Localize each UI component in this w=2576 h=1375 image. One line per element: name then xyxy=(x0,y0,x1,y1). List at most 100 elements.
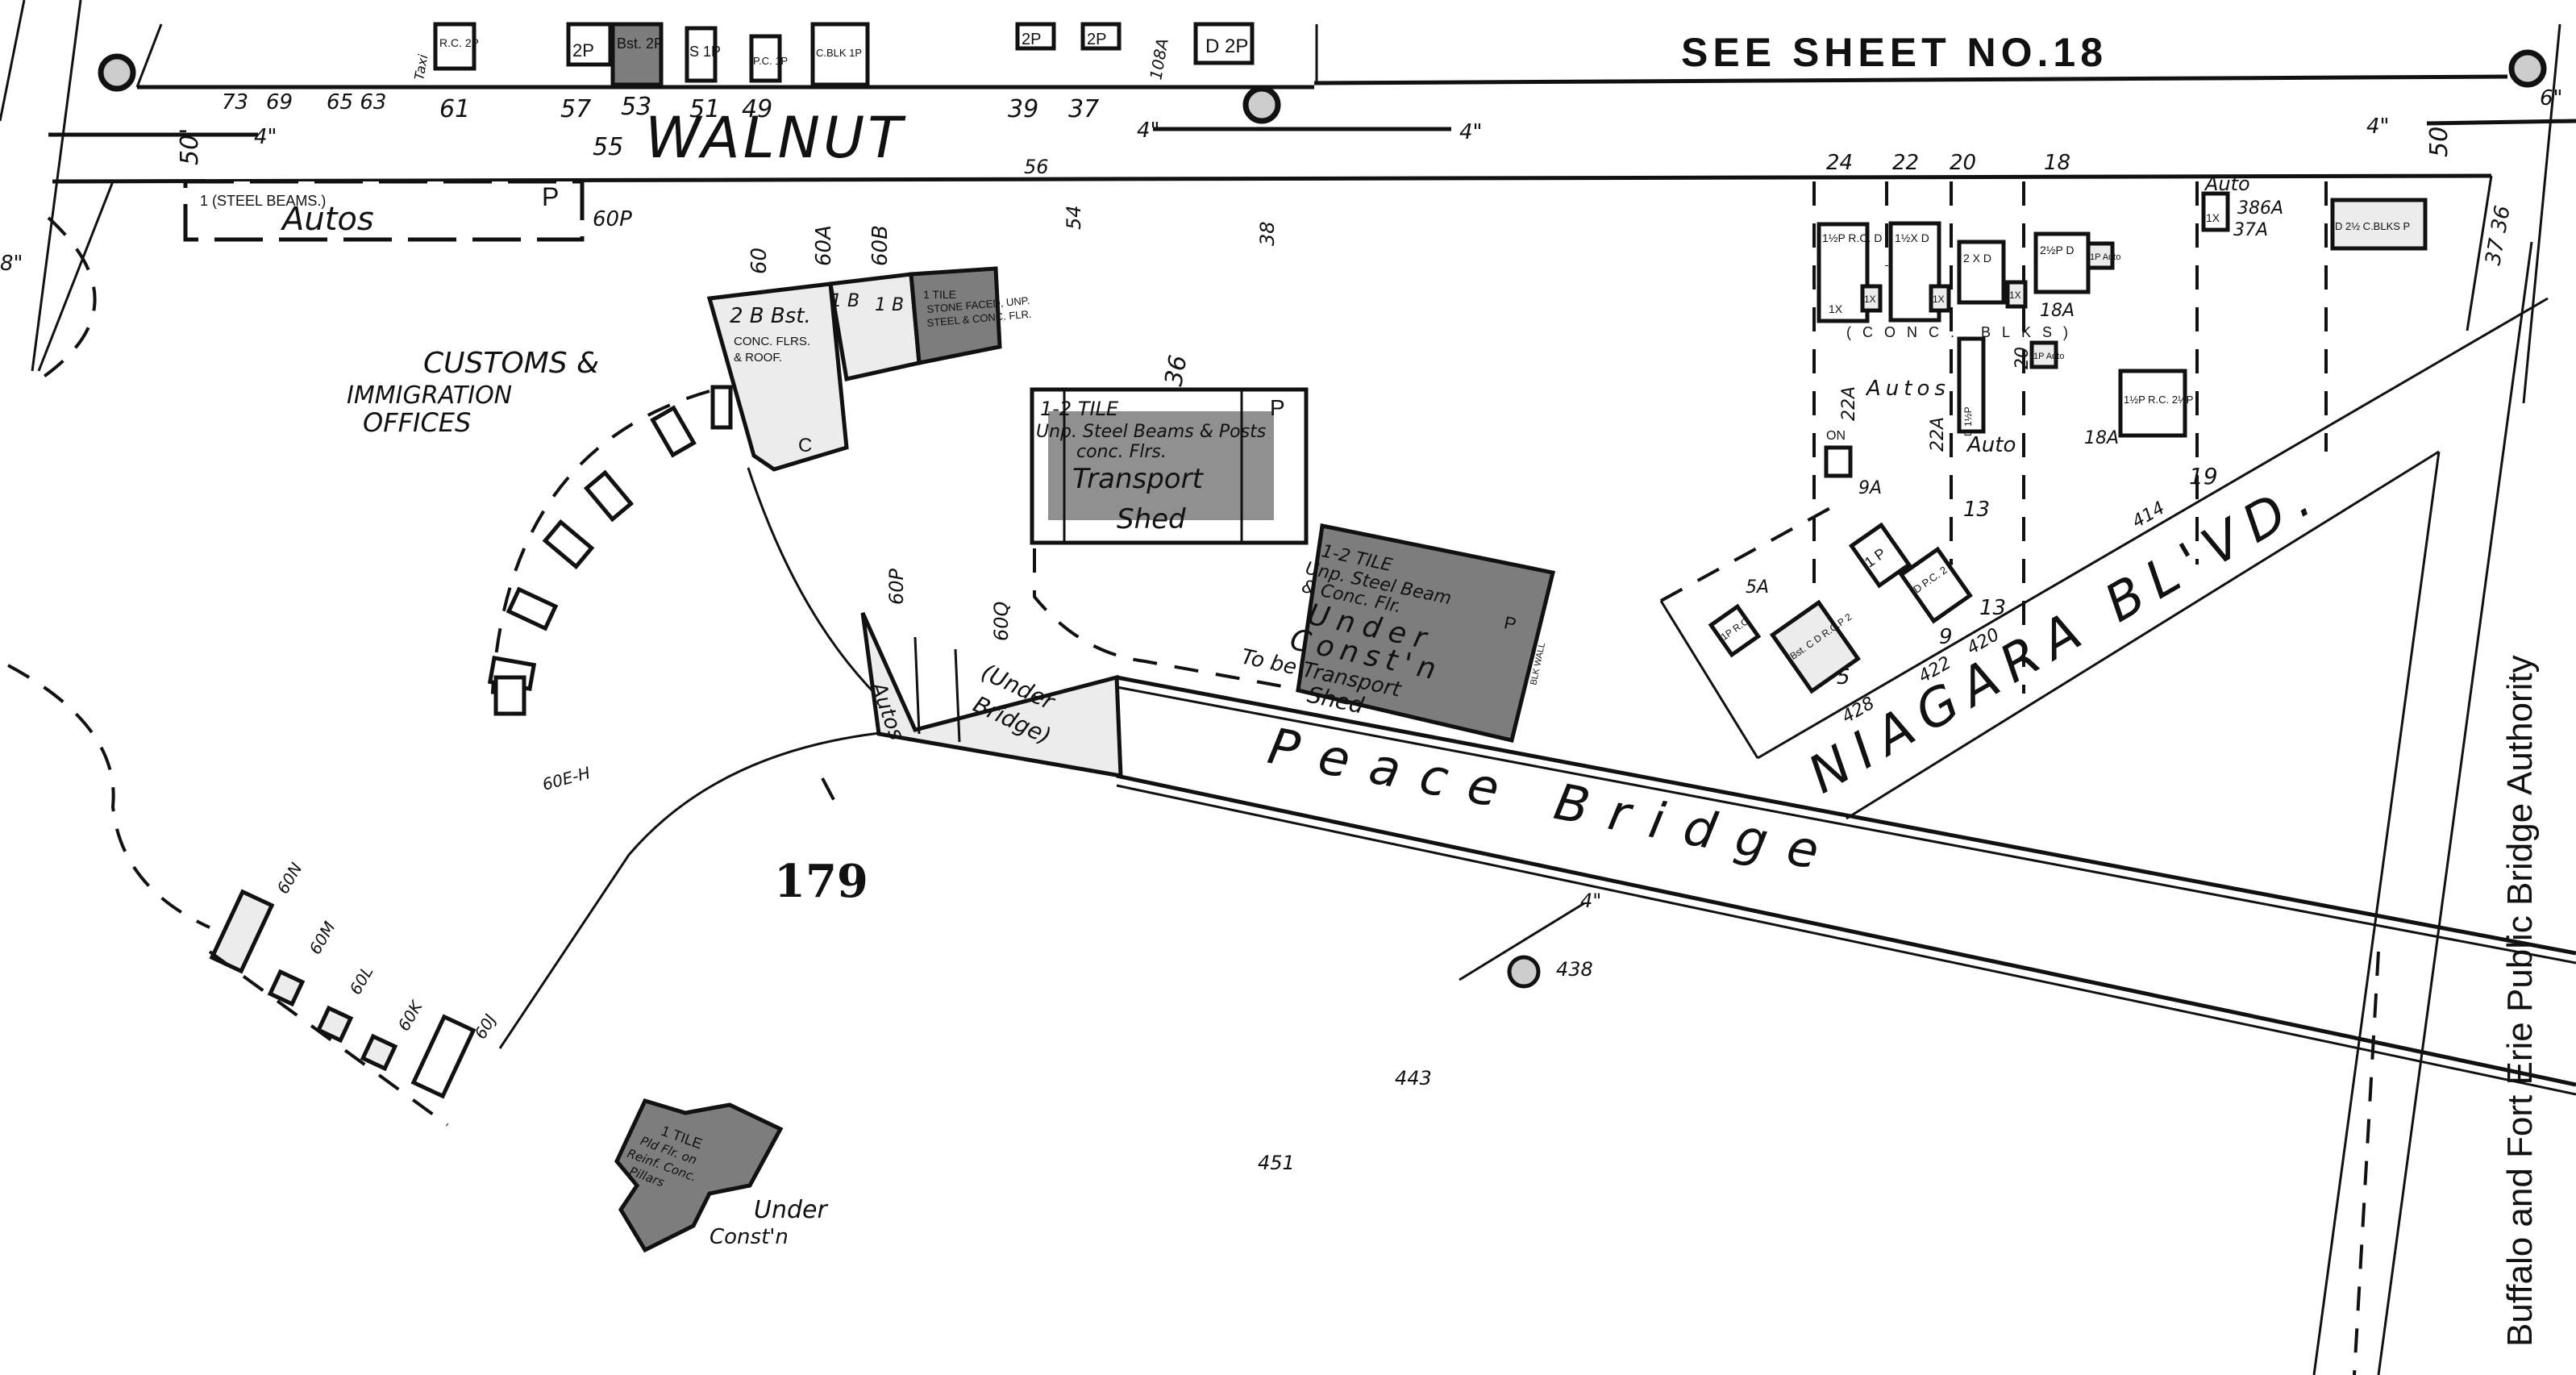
block-number: 179 xyxy=(774,855,868,908)
auto-res-label: Auto xyxy=(1966,433,2016,457)
customs-main-1: 2 B Bst. xyxy=(730,304,811,328)
top-bld-7: 2P xyxy=(1022,31,1041,48)
walnut-no-65: 65 63 xyxy=(327,90,386,115)
elevation-3: 438 xyxy=(1556,958,1593,981)
customs-wing2: 1 B xyxy=(875,295,904,315)
niag-37a: 37A xyxy=(2233,220,2268,240)
customs-building xyxy=(706,266,1002,472)
niag-414: 414 xyxy=(2129,498,2169,533)
top-bld-6: C.BLK 1P xyxy=(816,47,862,59)
top-bld-1: R.C. 2P xyxy=(439,36,479,49)
customs-wing1: 1 B xyxy=(830,291,859,311)
autos-line-1: 1 (STEEL BEAMS.) xyxy=(200,193,326,209)
niag-19: 19 xyxy=(2189,463,2218,490)
res-6: 1P Auto xyxy=(2090,252,2120,262)
autos-lot: 60P xyxy=(593,207,632,231)
arcade-bays xyxy=(487,405,697,716)
main-2: 4" xyxy=(1137,119,1160,143)
customs-main-3: & ROOF. xyxy=(734,351,782,365)
autos-p: P xyxy=(542,182,559,211)
under-bridge-lot-1: 60P xyxy=(885,568,908,605)
transport-shed xyxy=(1030,387,1309,545)
main-3: 4" xyxy=(1459,120,1483,144)
top-bld-8: 2P xyxy=(1087,31,1106,48)
elevation-1: 443 xyxy=(1395,1067,1432,1090)
transport-shed-under-construction xyxy=(1296,523,1556,743)
walnut-no-69: 69 xyxy=(266,90,293,115)
width-2: 50' xyxy=(2425,120,2453,157)
niag-386a: 386A xyxy=(2237,198,2283,219)
res-13: 1X xyxy=(2206,211,2220,224)
niag-22a-b: 22A xyxy=(1928,417,1948,452)
customs-main-4: C xyxy=(798,435,812,456)
res-19: Auto xyxy=(2204,173,2250,195)
top-bld-2: 2P xyxy=(572,40,594,60)
customs-height-2: 60A xyxy=(812,225,836,266)
top-bld-10: 108A xyxy=(1146,37,1172,81)
shed-line-4: Transport xyxy=(1072,463,1205,495)
walnut-street-label: WALNUT xyxy=(645,105,906,171)
pillar-const: Const'n xyxy=(710,1225,789,1249)
customs-wing3-1: 1 TILE xyxy=(923,288,956,301)
width-6: 38 xyxy=(1256,221,1279,246)
niag-22a: 22A xyxy=(1839,386,1859,421)
elevation-2: 451 xyxy=(1258,1152,1295,1174)
res-1: 1½P R.C. D xyxy=(1822,231,1882,244)
walnut-no-39: 39 xyxy=(1008,95,1038,123)
width-1: 50' xyxy=(176,128,204,165)
niag-22: 22 xyxy=(1892,151,1919,175)
bottom-lots xyxy=(208,889,476,1127)
res-5: 1X xyxy=(1829,302,1843,315)
walnut-no-37: 37 xyxy=(1068,95,1099,123)
niagara-blvd-label: NIAGARA BL'VD. xyxy=(1799,464,2331,806)
credit-text: Buffalo and Fort Erie Public Bridge Auth… xyxy=(2500,655,2540,1347)
customs-label-2: IMMIGRATION xyxy=(347,381,512,410)
width-3: 56 xyxy=(1024,156,1049,178)
width-5: 36 xyxy=(1159,353,1192,389)
res-8: 1X xyxy=(1864,294,1876,305)
walnut-no-51: 51 xyxy=(689,95,720,123)
top-bld-5: P.C. 1P xyxy=(753,55,788,67)
walnut-no-57: 57 xyxy=(560,95,591,123)
walnut-no-73: 73 xyxy=(222,90,248,115)
shed-line-5: Shed xyxy=(1117,503,1186,535)
res-14: D 2½ C.BLKS P xyxy=(2335,220,2410,232)
niag-9: 9 xyxy=(1939,625,1953,649)
res-10: 1X xyxy=(2009,290,2021,301)
niag-5a: 5A xyxy=(1746,577,1769,598)
res-7: 1P Auto xyxy=(2033,352,2064,361)
customs-height-1: 60 xyxy=(747,248,772,274)
walnut-no-53: 53 xyxy=(621,93,651,121)
res-12: 1½P R.C. 2½P xyxy=(2124,394,2193,406)
walnut-buildings xyxy=(433,22,1255,87)
customs-label-3: OFFICES xyxy=(363,407,471,438)
shed-line-2: Unp. Steel Beams & Posts xyxy=(1036,422,1266,442)
top-bld-4: S 1P xyxy=(689,44,721,60)
under-bridge-lot-2: 60Q xyxy=(990,602,1013,641)
res-3: 2 X D xyxy=(1963,252,1991,265)
shed-line-1: 1-2 TILE xyxy=(1040,398,1119,420)
customs-height-3: 60B xyxy=(868,225,893,266)
autos-building xyxy=(183,179,585,242)
niag-13a: 13 xyxy=(1963,498,1990,522)
niag-20b: 20 xyxy=(2012,347,2033,369)
lot-60n: 60N xyxy=(273,859,306,897)
see-sheet-label: SEE SHEET NO.18 xyxy=(1681,30,2108,75)
shed-p: P xyxy=(1270,395,1285,420)
niag-18a: 18A xyxy=(2040,301,2075,321)
residential-buildings xyxy=(1708,191,2428,694)
niag-13b: 13 xyxy=(1979,596,2006,620)
res-11: D 1½P xyxy=(1962,406,1974,436)
main-7: 4" xyxy=(1580,890,1601,912)
shed-line-3: conc. Flrs. xyxy=(1076,442,1167,462)
niag-20: 20 xyxy=(1950,151,1976,175)
niag-5: 5 xyxy=(1837,665,1850,690)
niag-9a: 9A xyxy=(1858,478,1882,498)
res-4: 2½P D xyxy=(2040,244,2075,256)
main-6: 8" xyxy=(0,252,23,276)
res-2: 1½X D xyxy=(1895,231,1929,244)
niag-18a-b: 18A xyxy=(2084,428,2119,448)
main-1: 4" xyxy=(254,125,277,149)
